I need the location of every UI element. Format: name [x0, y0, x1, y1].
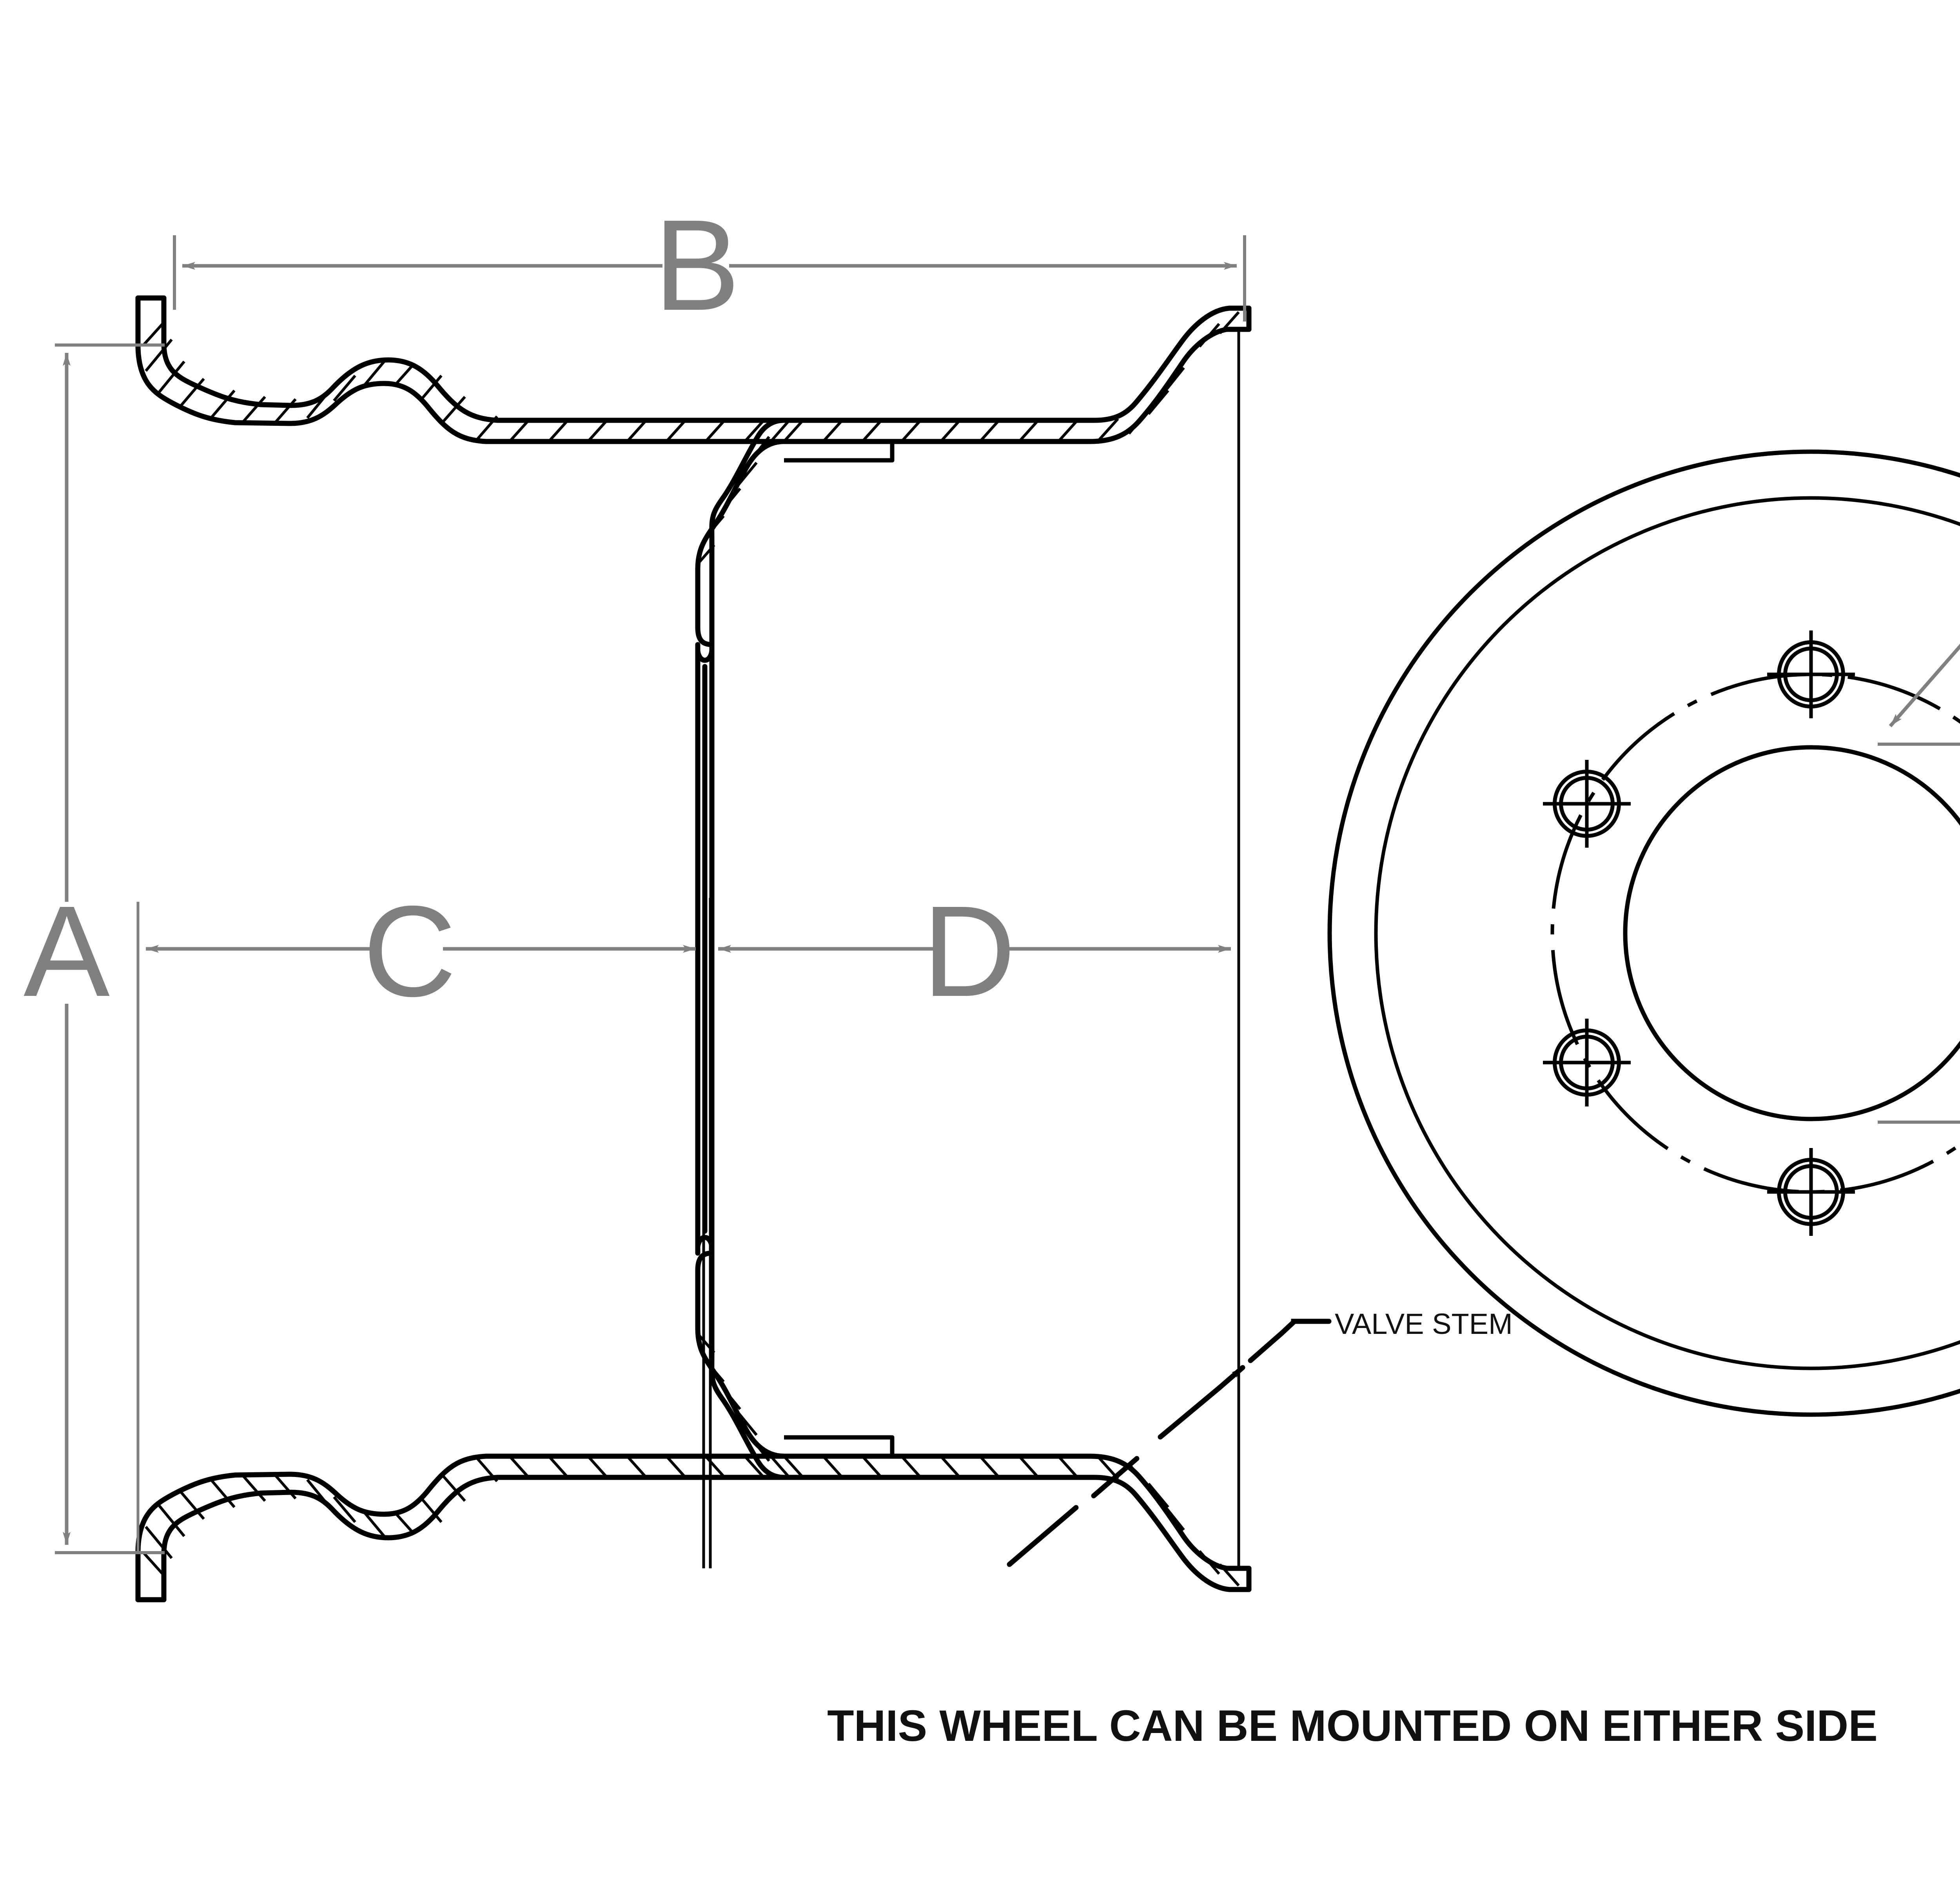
bolt-circle [1550, 672, 1960, 1194]
bolt-hole [1543, 760, 1631, 848]
bolt-hole [1767, 1148, 1855, 1236]
disc-rim-joint-step [784, 441, 895, 1456]
wheel-face-view: E F [1327, 449, 1960, 1417]
dimension-label-A: A [24, 879, 111, 1023]
upper-rim-profile [135, 295, 787, 444]
wheel-rim-edge-circle [1374, 496, 1960, 1370]
section-dimensions: A B C D [24, 193, 1246, 1568]
bolt-hole [1767, 630, 1855, 718]
center-bore-circle [1623, 745, 1960, 1121]
center-disc-web-upper-hatch [697, 421, 789, 564]
dimension-label-D: D [922, 879, 1016, 1023]
wheel-section-view: VALVE STEM [135, 295, 1513, 1602]
dimension-E: E [1889, 643, 1960, 727]
bolt-hole-group [1543, 630, 1855, 1236]
dimension-B: B [173, 193, 1246, 337]
wheel-outer-circle [1327, 449, 1960, 1417]
dimension-C: C [136, 879, 705, 1568]
dimension-label-B: B [654, 193, 740, 337]
drawing-caption: THIS WHEEL CAN BE MOUNTED ON EITHER SIDE [827, 1701, 1878, 1750]
lower-rim-profile [135, 1453, 1252, 1602]
valve-stem-label: VALVE STEM [1335, 1308, 1513, 1340]
upper-rim-right-hatch [1096, 311, 1240, 443]
dimension-D: D [709, 329, 1240, 1568]
dimension-A: A [24, 343, 165, 1554]
dimension-label-C: C [363, 879, 456, 1023]
bolt-hole [1543, 1019, 1631, 1106]
